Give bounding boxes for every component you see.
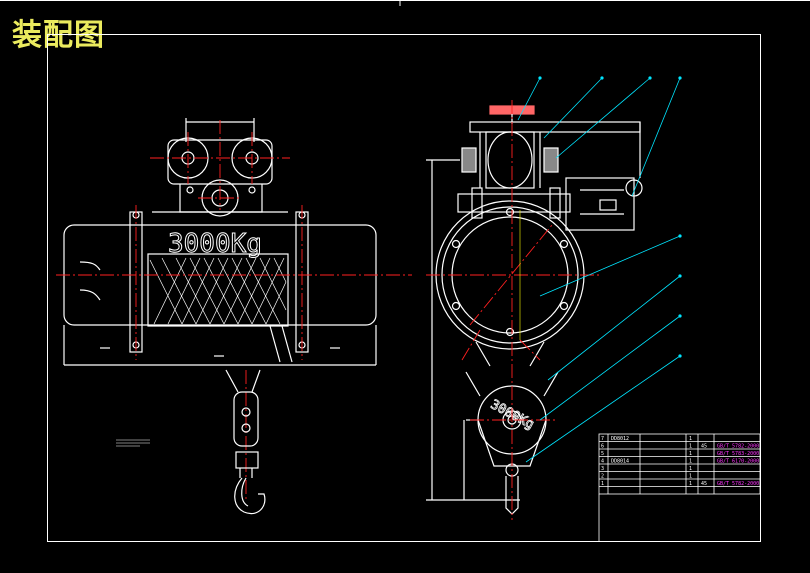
bom-cell-material: 45: [701, 481, 707, 487]
bom-cell-code: DD8014: [611, 459, 629, 465]
bom-table: [598, 433, 761, 541]
centerlines-right: [426, 100, 600, 520]
bom-cell-no: 5: [601, 451, 604, 457]
bom-cell-code: DD8012: [611, 436, 629, 442]
note-block: [116, 439, 150, 447]
hoist-front-view: [63, 118, 377, 366]
capacity-label: 3000Kg: [168, 229, 262, 259]
bom-cell-qty: 1: [689, 459, 692, 465]
bom-cell-qty: 1: [689, 444, 692, 450]
hook-front-view: [225, 369, 266, 515]
bom-cell-qty: 1: [689, 474, 692, 480]
bom-cell-no: 7: [601, 436, 604, 442]
hoist-side-view: [426, 105, 643, 515]
bom-cell-standard: GB/T 5783-2000: [717, 451, 759, 457]
rope-hatching: [149, 257, 287, 325]
bom-cell-standard: GB/T 5782-2000: [717, 444, 759, 450]
drawing-title: 装配图: [12, 18, 105, 53]
bom-cell-standard: GB/T 5782-2000: [717, 481, 759, 487]
bom-cell-no: 4: [601, 459, 604, 465]
leader-lines: [517, 76, 682, 463]
bom-cell-no: 3: [601, 466, 604, 472]
bom-cell-no: 6: [601, 444, 604, 450]
bom-cell-qty: 1: [689, 481, 692, 487]
bom-cell-no: 2: [601, 474, 604, 480]
bom-cell-qty: 1: [689, 436, 692, 442]
centerlines-left: [56, 120, 412, 500]
sheet-border: [0, 0, 810, 542]
bom-cell-material: 45: [701, 444, 707, 450]
bom-cell-qty: 1: [689, 466, 692, 472]
bom-cell-standard: GB/T 6170-2000: [717, 459, 759, 465]
bom-cell-no: 1: [601, 481, 604, 487]
bom-cell-qty: 1: [689, 451, 692, 457]
